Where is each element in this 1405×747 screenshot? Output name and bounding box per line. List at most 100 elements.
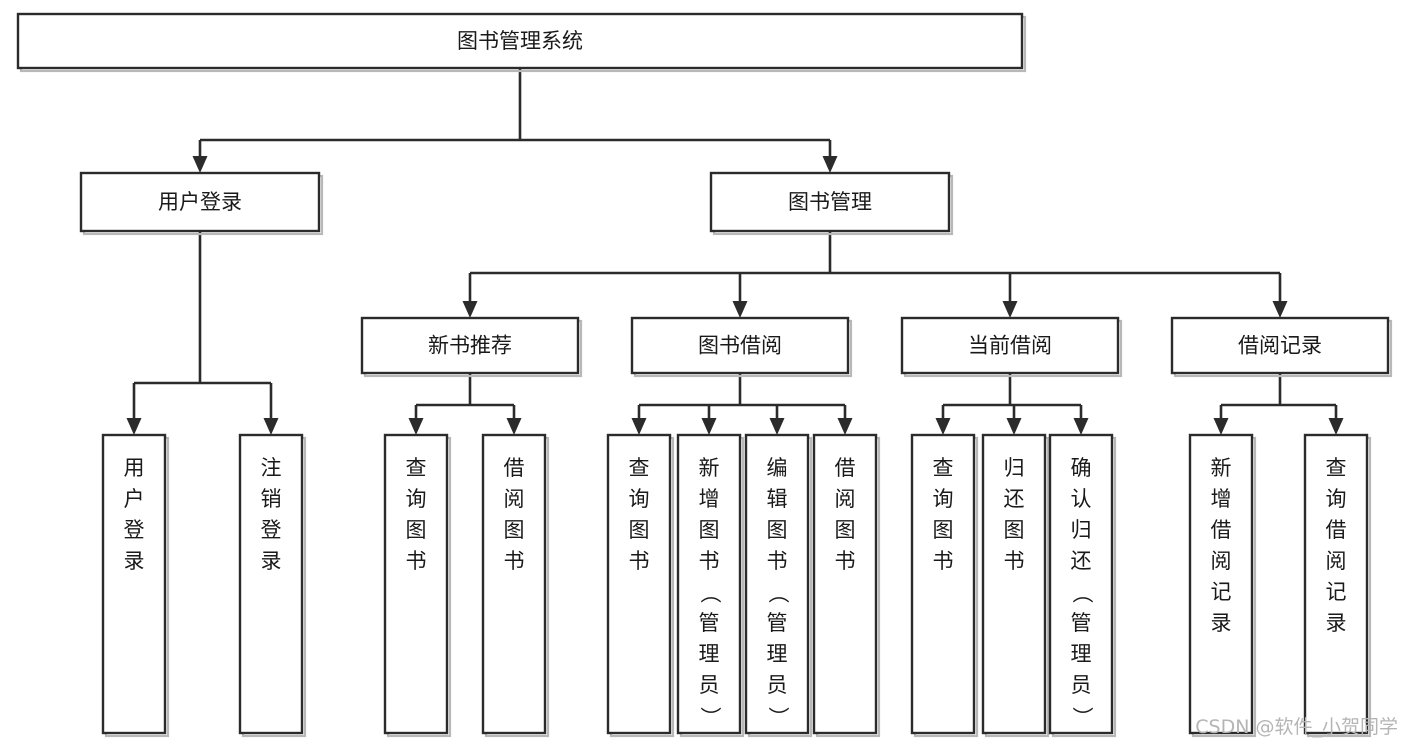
node-label-char: 认 — [1071, 487, 1092, 511]
node-label-char: 查 — [629, 456, 650, 480]
node-label-char: 图 — [699, 518, 720, 542]
node-label-char: 理 — [767, 642, 788, 666]
arrow-head — [462, 301, 478, 318]
connector-group-user-login — [126, 231, 279, 435]
node-box[interactable] — [606, 433, 672, 735]
node-label-char: 查 — [406, 456, 427, 480]
arrow-head — [126, 418, 142, 435]
node-label: 新书推荐 — [428, 334, 512, 358]
node-label-char: （ — [1070, 583, 1094, 604]
node-label-char: 询 — [1326, 487, 1347, 511]
node-user-login[interactable]: 用户登录 — [79, 171, 324, 236]
node-label-char: ） — [698, 707, 722, 728]
node-label-char: ） — [766, 707, 790, 728]
node-label-char: 理 — [699, 642, 720, 666]
node-label-char: 录 — [1211, 611, 1232, 635]
arrow-head — [631, 418, 647, 435]
node-box[interactable] — [709, 171, 951, 233]
node-label: 当前借阅 — [968, 334, 1052, 358]
arrow-head — [506, 418, 522, 435]
node-label: 用户登录 — [158, 190, 242, 214]
node-label-char: 询 — [406, 487, 427, 511]
node-book-borrow[interactable]: 图书借阅 — [630, 316, 853, 378]
node-label-char: 图 — [629, 518, 650, 542]
node-box[interactable] — [900, 316, 1120, 375]
node-box[interactable] — [910, 433, 976, 735]
node-label-char: 管 — [767, 611, 788, 635]
csdn-watermark: CSDN @软件_小贺同学 — [1195, 716, 1398, 738]
node-label-char: （ — [698, 583, 722, 604]
node-label-char: 新 — [1211, 456, 1232, 480]
arrow-head — [935, 418, 951, 435]
node-label-char: 查 — [1326, 456, 1347, 480]
arrow-head — [1006, 418, 1022, 435]
node-box[interactable] — [1048, 433, 1114, 735]
node-label-char: 借 — [1326, 518, 1347, 542]
node-label-char: 阅 — [835, 487, 856, 511]
node-label-char: 还 — [1071, 549, 1092, 573]
node-box[interactable] — [1303, 433, 1369, 735]
node-label-char: 借 — [1211, 518, 1232, 542]
arrow-head — [1002, 301, 1018, 318]
node-box[interactable] — [676, 433, 742, 735]
connector-group-new-book-rec — [408, 373, 522, 435]
node-box[interactable] — [101, 433, 167, 735]
node-label-char: 员 — [699, 673, 720, 697]
node-new-book-rec[interactable]: 新书推荐 — [360, 316, 583, 378]
node-label-char: 录 — [1326, 611, 1347, 635]
node-root[interactable]: 图书管理系统 — [16, 12, 1027, 73]
node-box[interactable] — [812, 433, 878, 735]
node-label: 图书管理 — [788, 190, 872, 214]
node-label-char: （ — [766, 583, 790, 604]
node-label-char: 阅 — [504, 487, 525, 511]
node-label-char: 归 — [1071, 518, 1092, 542]
node-label-char: 增 — [1211, 487, 1232, 511]
node-box[interactable] — [981, 433, 1047, 735]
node-box[interactable] — [360, 316, 580, 375]
node-label-char: 辑 — [767, 487, 788, 511]
arrow-head — [1328, 418, 1344, 435]
node-label-char: 记 — [1211, 580, 1232, 604]
arrow-head — [1272, 301, 1288, 318]
node-label-char: 书 — [699, 549, 720, 573]
connector-group-book-borrow — [631, 373, 853, 435]
node-box[interactable] — [481, 433, 547, 735]
node-box[interactable] — [16, 12, 1024, 70]
node-box[interactable] — [238, 433, 304, 735]
node-label-char: 书 — [835, 549, 856, 573]
node-box[interactable] — [1188, 433, 1254, 735]
node-label-char: 图 — [1004, 518, 1025, 542]
arrow-head — [1073, 418, 1089, 435]
node-box[interactable] — [383, 433, 449, 735]
node-box[interactable] — [79, 171, 321, 233]
node-label-char: 用 — [124, 456, 145, 480]
node-label: 借阅记录 — [1238, 334, 1322, 358]
node-label-char: 录 — [261, 549, 282, 573]
arrow-head — [732, 301, 748, 318]
node-label-char: 书 — [933, 549, 954, 573]
node-label-char: 员 — [1071, 673, 1092, 697]
node-leaf-user-login[interactable]: 用户登录 — [101, 433, 170, 738]
node-box[interactable] — [1170, 316, 1390, 375]
node-label-char: 销 — [261, 487, 282, 511]
node-box[interactable] — [744, 433, 810, 735]
node-label-char: 登 — [124, 518, 145, 542]
node-box[interactable] — [630, 316, 850, 375]
node-label-char: 新 — [699, 456, 720, 480]
node-borrow-record[interactable]: 借阅记录 — [1170, 316, 1393, 378]
node-current-borrow[interactable]: 当前借阅 — [900, 316, 1123, 378]
node-book-manage[interactable]: 图书管理 — [709, 171, 954, 236]
